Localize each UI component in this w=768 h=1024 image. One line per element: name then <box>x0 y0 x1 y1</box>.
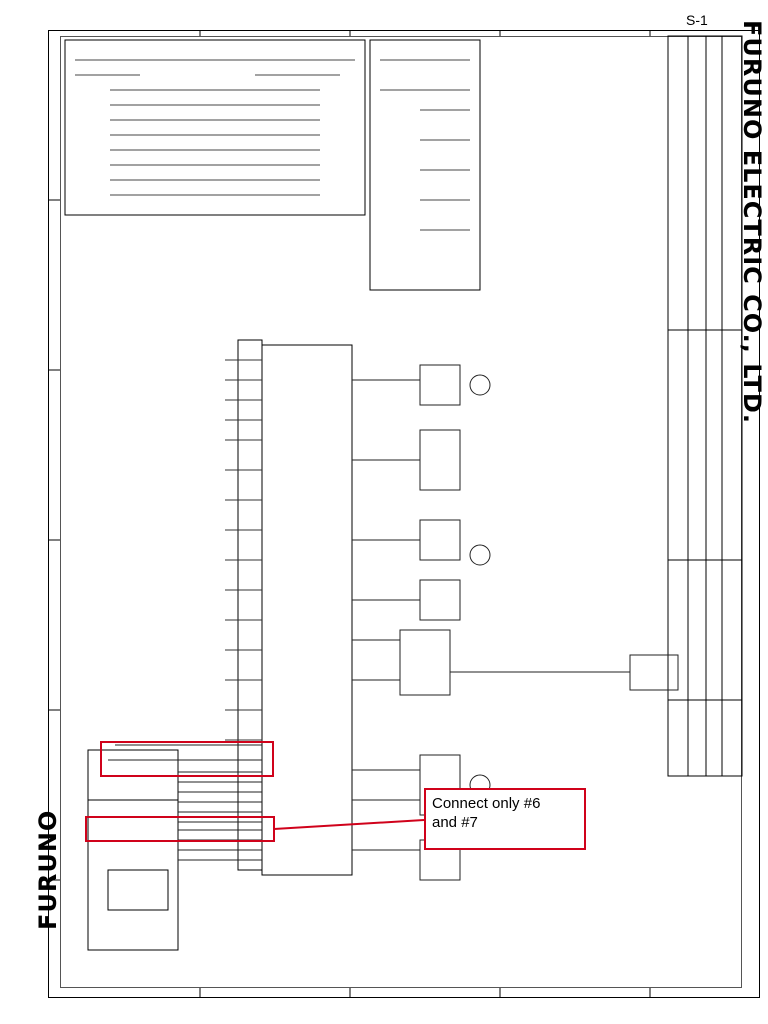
callout-line-1: Connect only #6 <box>432 795 541 812</box>
red-highlight-boxes <box>85 741 425 842</box>
antenna-unit-block <box>87 749 179 951</box>
wire-bundle <box>108 744 262 861</box>
drawing-frame <box>48 30 760 998</box>
top-notes-block <box>64 39 481 291</box>
sheet-id: S-1 <box>686 12 708 28</box>
callout-line-2: and #7 <box>432 814 478 831</box>
processor-unit-block <box>225 339 353 876</box>
title-block <box>667 35 743 777</box>
connection-callout: Connect only #6 and #7 <box>424 788 586 850</box>
right-side-wiring <box>352 364 679 881</box>
